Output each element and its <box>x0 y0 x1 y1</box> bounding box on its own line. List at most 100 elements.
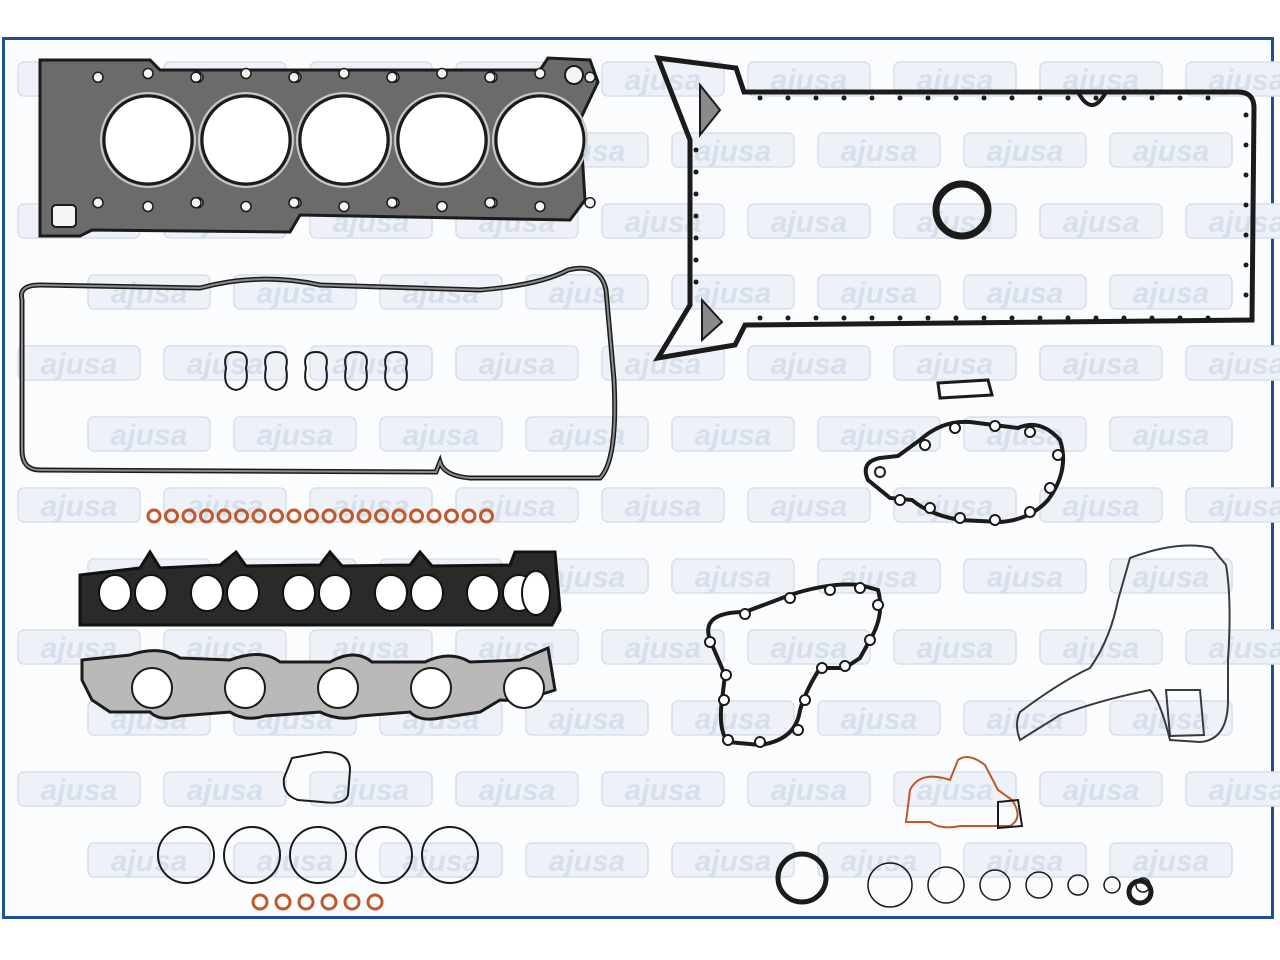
cover-bolt-hole <box>824 584 836 596</box>
watermark-tile <box>1109 842 1233 878</box>
pan-bolt-hole <box>785 315 791 321</box>
pan-bolt-hole <box>1009 315 1015 321</box>
watermark-text: ajusa <box>41 348 118 381</box>
watermark-tile <box>1185 629 1280 665</box>
pan-bolt-hole <box>693 147 699 153</box>
watermark-tile <box>1109 274 1233 310</box>
small-seals-bottom <box>775 851 1154 908</box>
pump-bolt-hole <box>924 502 936 514</box>
intake-port <box>98 574 132 612</box>
cover-bolt-hole <box>839 660 851 672</box>
pan-bolt-hole <box>1037 95 1043 101</box>
watermark-text: ajusa <box>625 490 702 523</box>
small-seal <box>1025 871 1053 899</box>
watermark-tile <box>671 558 795 594</box>
bolt-hole <box>240 200 252 213</box>
watermark-text: ajusa <box>1209 774 1280 807</box>
watermark-text: ajusa <box>479 348 556 381</box>
cylinder-bore <box>494 94 586 186</box>
large-o-ring <box>421 826 479 884</box>
watermark-tile <box>87 274 211 310</box>
watermark-tile <box>817 132 941 168</box>
watermark-text: ajusa <box>695 703 772 736</box>
pan-bolt-hole <box>981 95 987 101</box>
pan-bolt-hole <box>869 315 875 321</box>
watermark-text: ajusa <box>549 561 626 594</box>
watermark-tile <box>671 132 795 168</box>
bolt-hole <box>288 71 300 84</box>
watermark-tile <box>601 61 725 97</box>
watermark-text: ajusa <box>1063 348 1140 381</box>
watermark-tile <box>233 416 357 452</box>
valve-stem-seal <box>479 508 494 524</box>
watermark-text: ajusa <box>257 419 334 452</box>
watermark-text: ajusa <box>917 774 994 807</box>
watermark-text: ajusa <box>1209 490 1280 523</box>
bolt-hole <box>92 71 104 84</box>
pan-bolt-hole <box>1177 315 1183 321</box>
watermark-text: ajusa <box>771 632 848 665</box>
watermark-text: ajusa <box>695 845 772 878</box>
valve-stem-seal <box>304 508 319 524</box>
valve-stem-seal <box>146 508 162 524</box>
shaft-seal <box>1126 878 1154 906</box>
pan-bolt-hole <box>1243 172 1249 178</box>
watermark-tile <box>455 345 579 381</box>
watermark-text: ajusa <box>111 419 188 452</box>
pan-bolt-hole <box>1205 95 1211 101</box>
watermark-tile <box>893 771 1017 807</box>
pan-bolt-hole <box>1177 95 1183 101</box>
thermostat-gasket <box>282 750 352 804</box>
intake-port <box>521 570 551 616</box>
watermark-tile <box>963 132 1087 168</box>
cover-bolt-hole <box>739 608 751 620</box>
pan-bolt-hole <box>925 315 931 321</box>
watermark-text: ajusa <box>987 135 1064 168</box>
watermark-tile <box>309 771 433 807</box>
pump-bolt-hole <box>1052 449 1064 461</box>
watermark-text: ajusa <box>987 845 1064 878</box>
cover-bolt-hole <box>754 736 766 748</box>
water-pump-gasket <box>863 419 1066 526</box>
valve-stem-seal <box>164 508 179 524</box>
watermark-tile <box>455 487 579 523</box>
cover-bolt-hole <box>704 636 716 648</box>
pump-bolt-hole <box>949 422 961 434</box>
valve-stem-seal <box>374 508 389 524</box>
bolt-hole <box>484 196 496 209</box>
watermark-tile <box>817 700 941 736</box>
watermark-tile <box>1185 771 1280 807</box>
pan-bolt-hole <box>869 95 875 101</box>
watermark-text: ajusa <box>479 490 556 523</box>
copper-washer <box>297 893 315 911</box>
pan-bolt-hole <box>813 315 819 321</box>
timing-cover-gasket <box>704 582 884 748</box>
small-seal <box>1067 874 1089 896</box>
pan-bolt-hole <box>953 315 959 321</box>
watermark-text: ajusa <box>333 774 410 807</box>
pan-bolt-hole <box>1037 315 1043 321</box>
cover-bolt-hole <box>792 724 804 736</box>
watermark-tile <box>1039 771 1163 807</box>
valve-stem-seal <box>321 508 337 524</box>
watermark-text: ajusa <box>695 419 772 452</box>
watermark-tile <box>747 771 871 807</box>
bore-ring <box>198 92 294 188</box>
valve-cover-gasket <box>18 265 618 481</box>
pan-bolt-hole <box>693 191 699 197</box>
cover-bolt-hole <box>816 662 828 674</box>
watermark-tile <box>1039 629 1163 665</box>
bolt-hole <box>142 67 154 80</box>
watermark-tile <box>601 487 725 523</box>
copper-washers <box>251 893 384 911</box>
crank-seal <box>775 851 829 905</box>
cylinder-head-gasket <box>38 56 600 238</box>
spark-plug-seal <box>304 350 328 392</box>
watermark-tile <box>893 487 1017 523</box>
valve-stem-seal <box>234 508 249 524</box>
cylinder-bore <box>200 94 292 186</box>
watermark-tile <box>817 416 941 452</box>
pan-bolt-hole <box>841 315 847 321</box>
pan-bolt-hole <box>1243 262 1249 268</box>
pan-bolt-hole <box>693 257 699 263</box>
